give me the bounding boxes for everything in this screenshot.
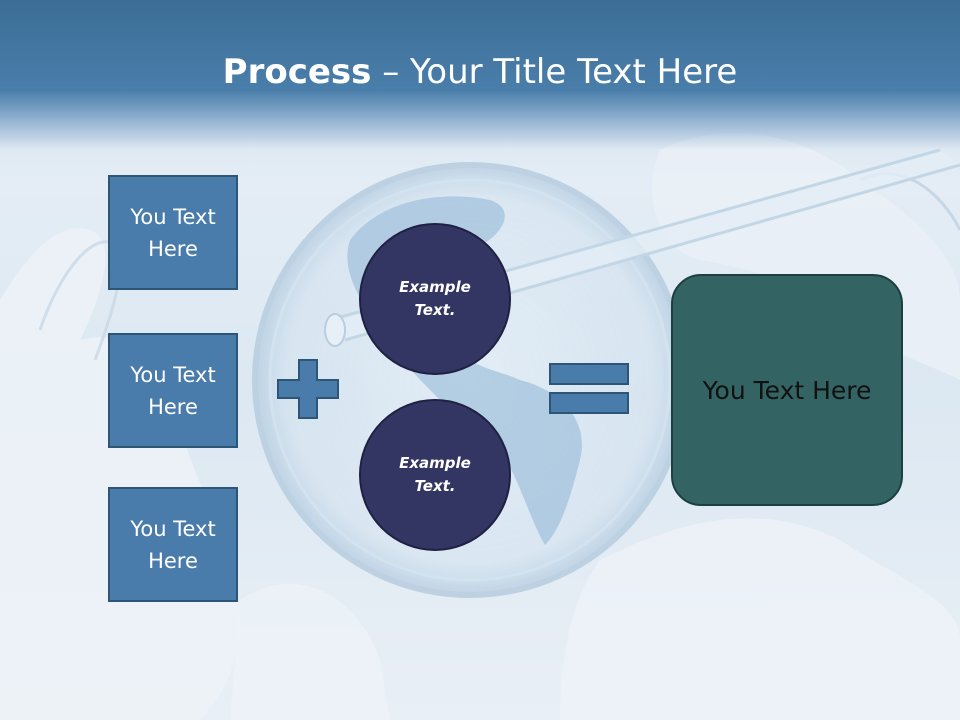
result-text-box[interactable]: You Text Here	[671, 274, 903, 506]
plus-icon	[277, 359, 339, 419]
equals-icon	[549, 363, 629, 414]
left-text-box-2[interactable]: You Text Here	[108, 333, 238, 448]
example-circle-2[interactable]: Example Text.	[359, 399, 511, 551]
title-bar	[0, 0, 960, 150]
slide-title: Process – Your Title Text Here	[0, 52, 960, 92]
example-circle-1[interactable]: Example Text.	[359, 223, 511, 375]
title-bold: Process	[222, 52, 372, 92]
title-dash: –	[371, 52, 411, 92]
left-text-box-1[interactable]: You Text Here	[108, 175, 238, 290]
left-text-box-3[interactable]: You Text Here	[108, 487, 238, 602]
title-rest: Your Title Text Here	[410, 52, 738, 92]
